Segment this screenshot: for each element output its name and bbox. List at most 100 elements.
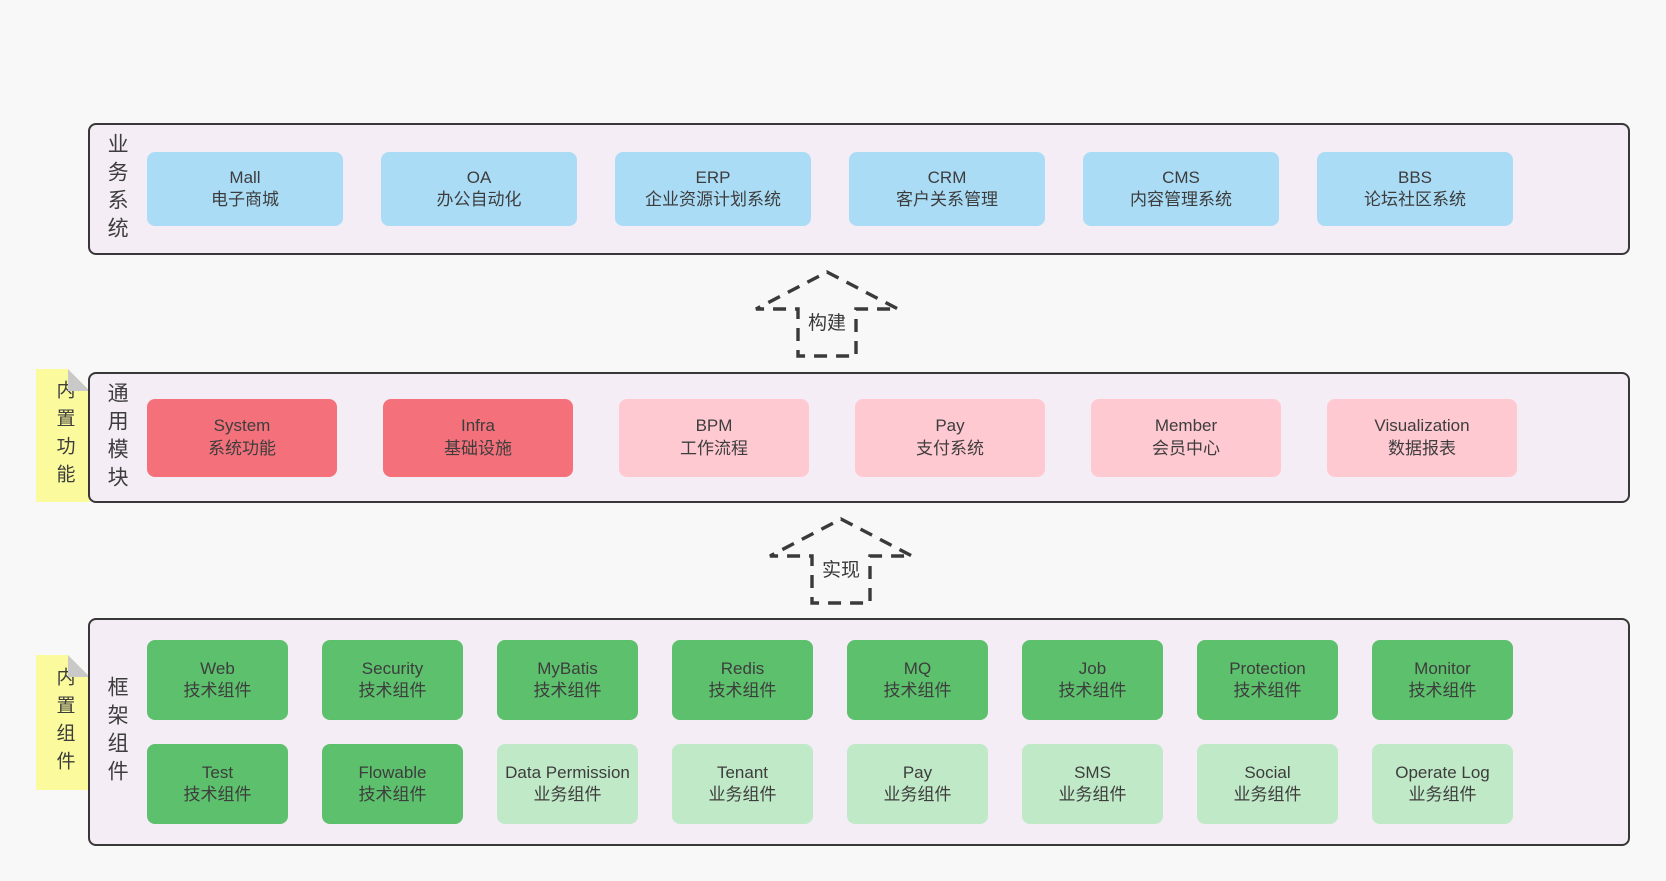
box-subtitle: 数据报表 [1388,438,1456,458]
box-title: Web [200,658,235,678]
box-subtitle: 技术组件 [708,681,777,700]
box-subtitle: 技术组件 [1233,681,1302,700]
box-subtitle: 业务组件 [883,785,952,804]
arrow-implement: 实现 [766,515,916,607]
box-subtitle: 企业资源计划系统 [645,190,781,209]
box-subtitle: 系统功能 [208,438,276,458]
arrow-build-label: 构建 [808,312,846,334]
layer-label-business: 业务系统 [105,125,128,253]
box-crm: CRM 客户关系管理 [849,152,1045,226]
sticky-note-built-in-components: 内置组件 [36,655,90,790]
box-subtitle: 技术组件 [358,785,427,804]
box-test: Test 技术组件 [147,744,288,824]
box-subtitle: 技术组件 [883,681,952,700]
box-title: Social [1244,762,1291,782]
box-title: CRM [927,167,967,187]
box-subtitle: 论坛社区系统 [1364,190,1466,209]
layer-label-text: 通用模块 [105,381,129,494]
arrow-up-outline-icon [769,517,913,605]
box-title: Infra [460,416,496,436]
business-boxes-row: Mall 电子商城 OA 办公自动化 ERP 企业资源计划系统 CRM 客户关系管理 CMS 内容… [147,125,1513,253]
box-data-permission: Data Permission 业务组件 [497,744,638,824]
box-title: BPM [695,416,733,436]
box-title: Job [1078,658,1107,678]
folded-corner-icon [68,655,90,677]
sticky-note-built-in-functions: 内置功能 [36,369,90,502]
box-title: Tenant [716,762,769,782]
box-operate-log: Operate Log 业务组件 [1372,744,1513,824]
box-title: MQ [903,658,932,678]
arrow-up-outline-icon [755,270,899,358]
box-title: Test [201,762,234,782]
box-title: Pay [935,416,965,436]
box-subtitle: 基础设施 [444,438,512,458]
box-subtitle: 支付系统 [916,438,984,458]
arrow-label-bg [814,555,868,583]
arrow-implement-label: 实现 [822,559,860,581]
box-subtitle: 业务组件 [533,785,602,804]
box-mq: MQ 技术组件 [847,640,988,720]
layer-label-modules: 通用模块 [105,374,128,501]
box-title: OA [466,167,492,187]
layer-label-text: 业务系统 [105,133,129,245]
box-sms: SMS 业务组件 [1022,744,1163,824]
box-protection: Protection 技术组件 [1197,640,1338,720]
box-subtitle: 办公自动化 [436,190,522,209]
box-mybatis: MyBatis 技术组件 [497,640,638,720]
box-subtitle: 技术组件 [1058,681,1127,700]
box-title: MyBatis [537,658,598,678]
box-title: System [213,416,271,436]
box-title: Flowable [358,762,427,782]
box-bbs: BBS 论坛社区系统 [1317,152,1513,226]
box-title: Operate Log [1395,762,1490,782]
box-subtitle: 内容管理系统 [1130,190,1232,209]
layer-business-systems: 业务系统 Mall 电子商城 OA 办公自动化 ERP 企业资源计划系统 CRM 客户关系管理… [88,123,1630,255]
box-subtitle: 工作流程 [680,438,748,458]
box-mall: Mall 电子商城 [147,152,343,226]
box-pay: Pay 业务组件 [847,744,988,824]
box-title: SMS [1074,762,1111,782]
arrow-label-bg [800,308,854,336]
box-title: Data Permission [505,762,630,782]
box-title: Member [1154,416,1218,436]
box-title: Pay [902,762,933,782]
layer-label-components: 框架组件 [105,620,128,844]
box-subtitle: 客户关系管理 [896,190,998,209]
box-job: Job 技术组件 [1022,640,1163,720]
box-subtitle: 技术组件 [1408,681,1477,700]
box-title: CMS [1162,167,1200,187]
box-title: ERP [695,167,731,187]
box-subtitle: 技术组件 [533,681,602,700]
box-subtitle: 技术组件 [183,785,252,804]
box-flowable: Flowable 技术组件 [322,744,463,824]
box-subtitle: 业务组件 [1408,785,1477,804]
box-subtitle: 电子商城 [211,190,279,209]
box-title: Protection [1229,658,1306,678]
box-title: Security [361,658,424,678]
box-oa: OA 办公自动化 [381,152,577,226]
box-social: Social 业务组件 [1197,744,1338,824]
box-title: Mall [229,167,261,187]
box-subtitle: 业务组件 [1058,785,1127,804]
layer-label-text: 框架组件 [105,676,129,788]
box-subtitle: 业务组件 [1233,785,1302,804]
box-title: BBS [1397,167,1433,187]
box-erp: ERP 企业资源计划系统 [615,152,811,226]
